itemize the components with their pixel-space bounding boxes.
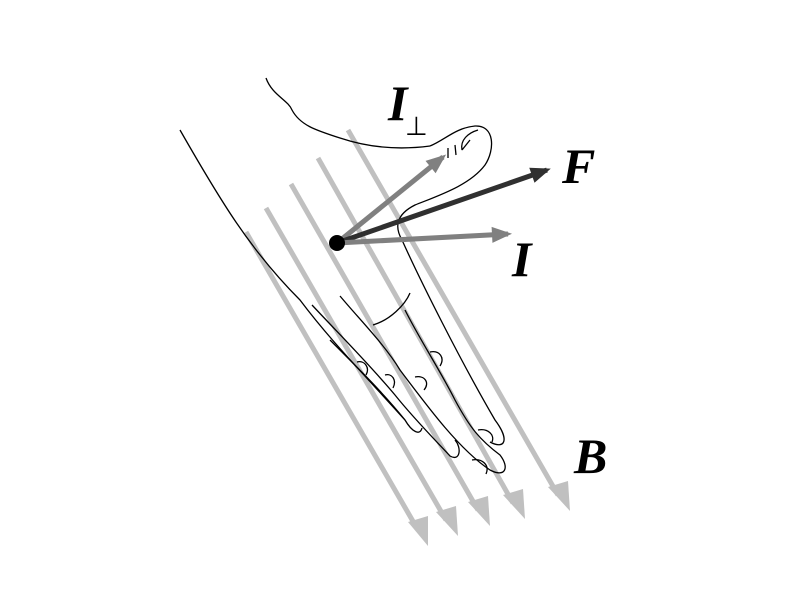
middle-finger [311,304,460,459]
thumb [397,125,505,446]
thumbnail [447,129,479,158]
index-finger [339,295,506,474]
field-arrowhead [436,506,458,536]
field-label: B [573,428,607,484]
ring-finger [329,339,423,433]
hand-outline [179,77,506,475]
field-line [243,230,421,532]
current-label: I [511,231,533,287]
origin-point [329,235,345,251]
field-arrowhead [503,489,525,519]
field-arrowheads [408,481,570,546]
knuckle-line [372,292,411,326]
field-line [288,182,481,512]
i-perp-subscript: ⊥ [405,112,428,142]
field-arrowhead [408,516,428,546]
field-arrowhead [468,496,490,526]
current-arrow [336,226,512,246]
force-arrow [336,167,551,246]
field-line [345,128,561,497]
field-arrowhead [548,481,570,511]
field-line [263,206,449,522]
magnetic-field-lines [243,128,561,532]
i-perp-label: I [387,75,409,131]
finger-creases [356,351,494,475]
force-label: F [561,138,595,194]
back-of-hand [265,77,431,149]
i-perp-arrow [335,154,447,245]
